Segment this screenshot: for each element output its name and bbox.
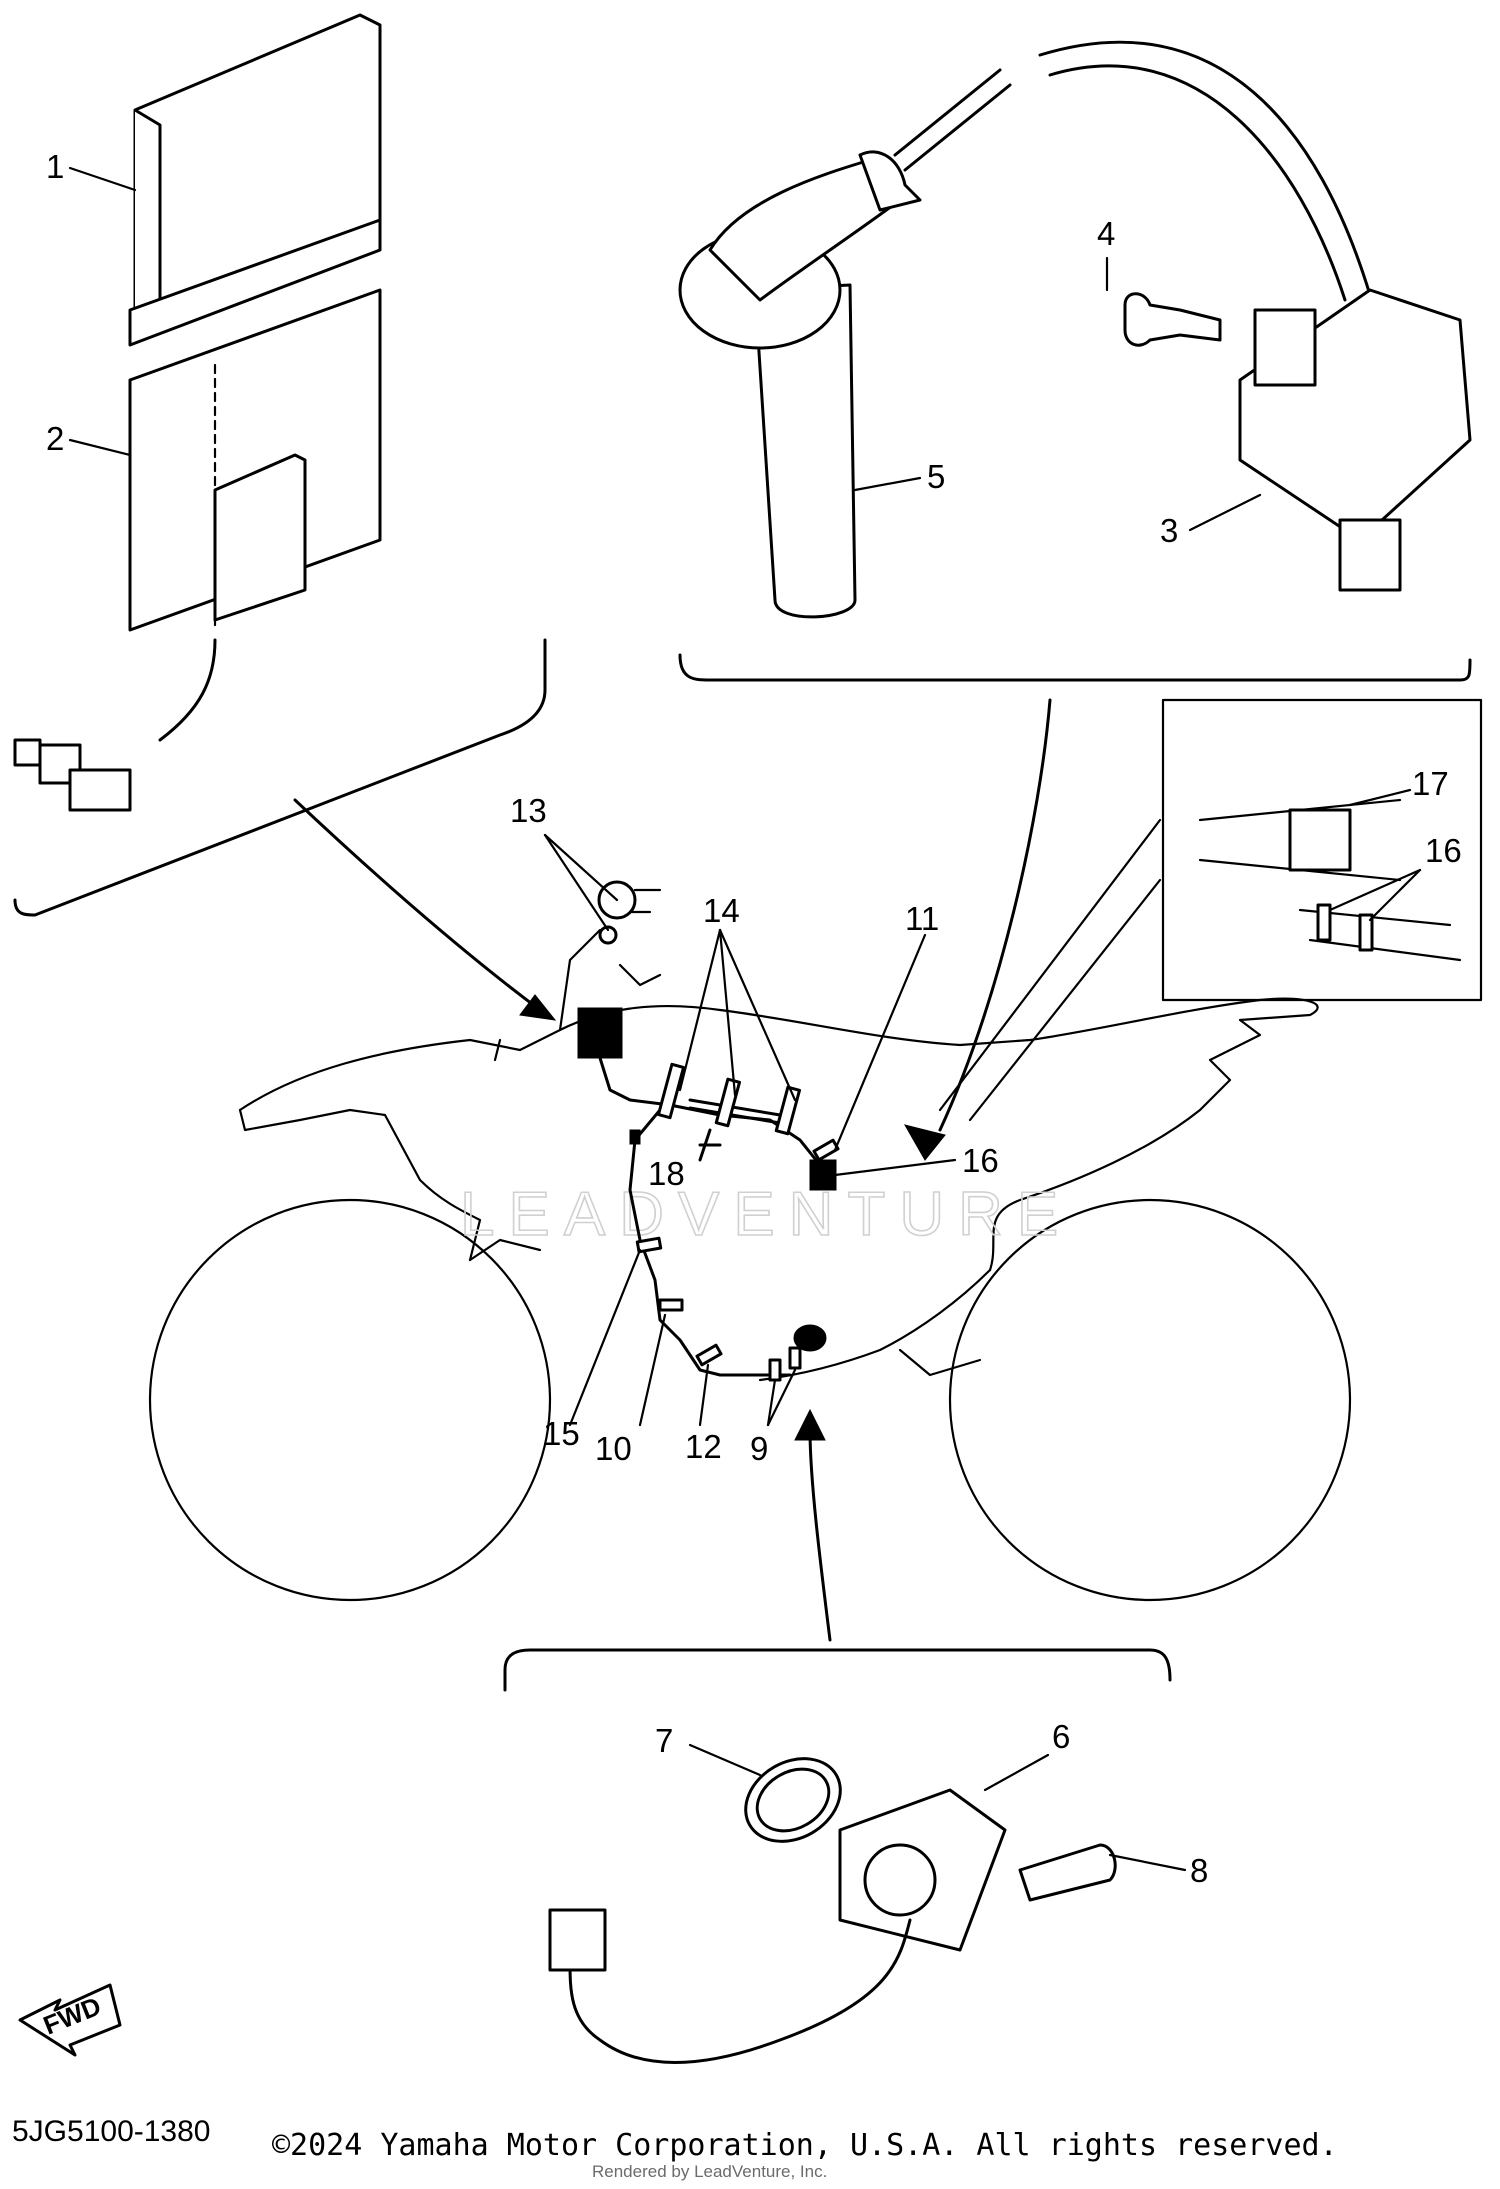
callout-17: 17 — [1412, 765, 1449, 802]
callout-1: 1 — [46, 148, 64, 185]
callouts: 1 2 3 4 5 6 7 8 9 10 11 12 13 14 15 16 1… — [46, 148, 1462, 1889]
sensor-detail — [503, 1648, 1172, 2064]
watermark: LEADVENTURE — [460, 1180, 1072, 1249]
callout-2: 2 — [46, 420, 64, 457]
leader-lines — [68, 166, 1422, 1872]
callout-7: 7 — [655, 1722, 673, 1759]
callout-16-inset: 16 — [1425, 832, 1462, 869]
arrows — [293, 698, 1052, 1642]
callout-11: 11 — [905, 900, 939, 937]
callout-13: 13 — [510, 792, 547, 829]
callout-9: 9 — [750, 1430, 768, 1467]
callout-3: 3 — [1160, 512, 1178, 549]
callout-12: 12 — [685, 1428, 722, 1465]
inset-detail — [938, 698, 1483, 1122]
rendered-by-note: Rendered by LeadVenture, Inc. — [592, 2162, 828, 2181]
callout-5: 5 — [927, 458, 945, 495]
diagram-code: 5JG5100-1380 — [12, 2115, 211, 2148]
callout-14: 14 — [703, 892, 740, 929]
callout-8: 8 — [1190, 1852, 1208, 1889]
fwd-arrow-icon: FWD — [18, 1983, 122, 2057]
callout-10: 10 — [595, 1430, 632, 1467]
motorcycle-outline — [148, 928, 1352, 1602]
callout-4: 4 — [1097, 215, 1115, 252]
callout-16: 16 — [962, 1142, 999, 1179]
copyright-notice: ©2024 Yamaha Motor Corporation, U.S.A. A… — [272, 2128, 1338, 2163]
cdi-unit-detail — [13, 13, 547, 917]
callout-6: 6 — [1052, 1718, 1070, 1755]
callout-18: 18 — [648, 1155, 685, 1192]
ignition-coil-detail — [678, 40, 1472, 682]
callout-15: 15 — [543, 1415, 580, 1452]
